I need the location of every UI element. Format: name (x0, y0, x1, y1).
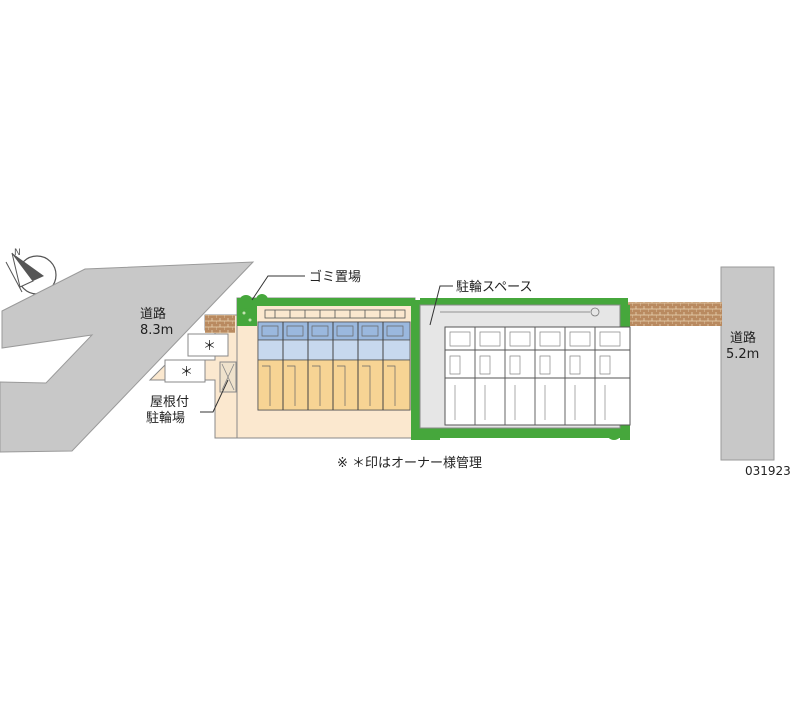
building-east (444, 326, 631, 426)
bike-rack-east (440, 307, 600, 317)
covered-bike-label-line1: 屋根付 (150, 395, 189, 410)
brick-wall-left (205, 315, 235, 333)
brick-wall-right (628, 302, 722, 326)
covered-bike-label-line2: 駐輪場 (146, 410, 185, 426)
map-code: 031923 (745, 464, 791, 478)
leader-lines (200, 275, 453, 413)
road-left-width: 8.3m (140, 323, 173, 338)
bike-rack-west (264, 309, 406, 319)
owner-area-1 (187, 333, 229, 357)
garbage-label: ゴミ置場 (309, 269, 361, 285)
road-right-width: 5.2m (726, 347, 759, 362)
svg-text:N: N (14, 248, 21, 258)
building-west (257, 321, 411, 411)
road-left (0, 261, 255, 453)
owner-mark-2: ＊ (180, 365, 193, 380)
road-right (720, 266, 775, 461)
road-right-name: 道路 (730, 330, 756, 346)
owner-note: ※ ＊印はオーナー様管理 (337, 456, 482, 471)
owner-mark-1: ＊ (203, 339, 216, 354)
road-left-name: 道路 (140, 306, 166, 322)
owner-area-2 (164, 359, 206, 383)
bicycle-space-label: 駐輪スペース (456, 279, 532, 295)
